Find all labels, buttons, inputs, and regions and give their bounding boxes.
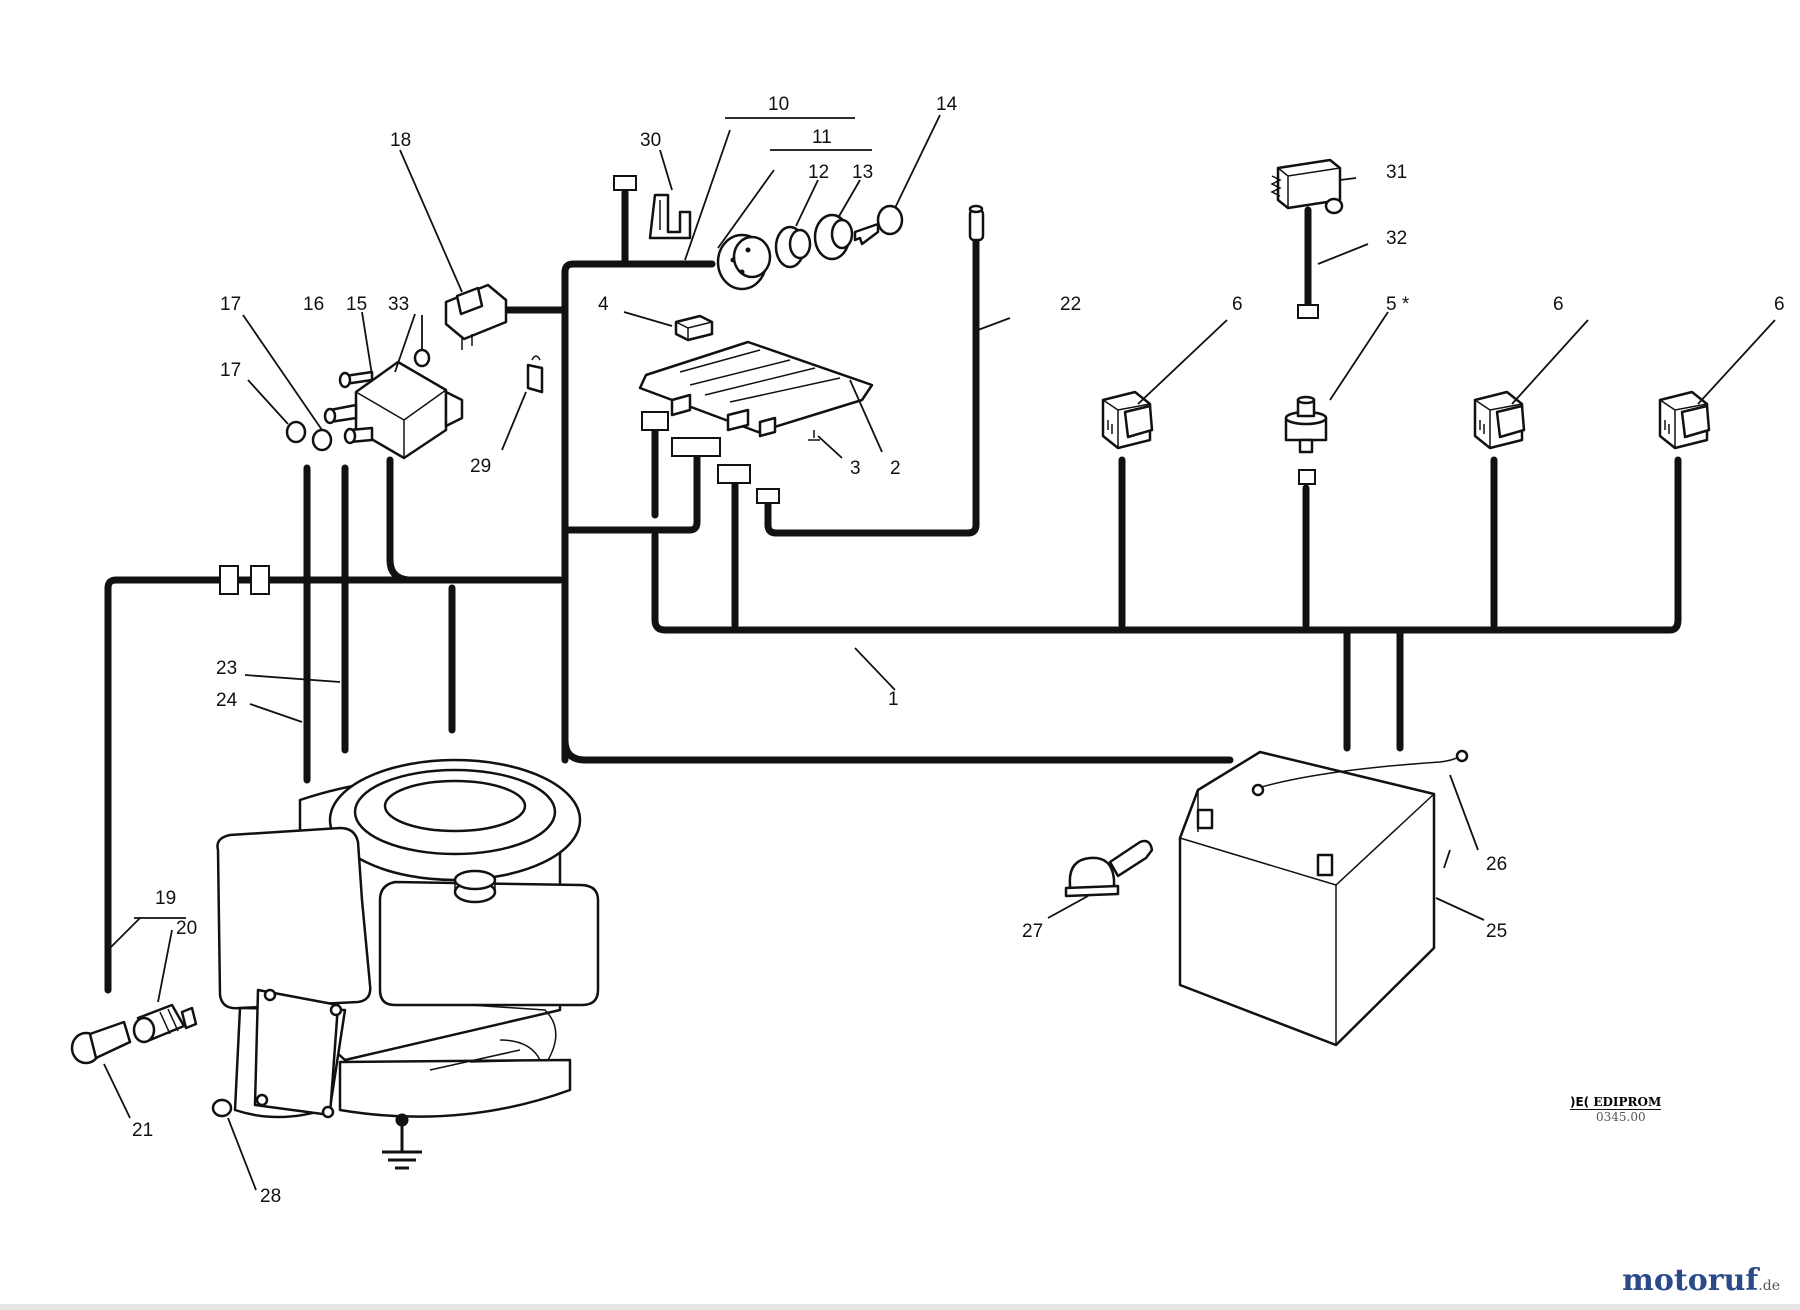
- callout-11: 11: [812, 127, 832, 148]
- plug-end-22: [756, 488, 780, 504]
- nut-icon-17a: [285, 420, 307, 444]
- battery-icon: [1178, 749, 1469, 1047]
- callout-21: 21: [132, 1120, 153, 1141]
- callout-4: 4: [598, 294, 609, 315]
- ignition-key-icon: [853, 204, 904, 246]
- fuse-icon-4: [674, 314, 714, 342]
- switch-icon-6b: [1473, 390, 1526, 450]
- inline-connector-b: [250, 565, 270, 595]
- callout-15: 15: [346, 294, 367, 315]
- relay-icon-31: [1270, 158, 1344, 215]
- callout-33: 33: [388, 294, 409, 315]
- callout-25: 25: [1486, 921, 1507, 942]
- callout-26: 26: [1486, 854, 1507, 875]
- nut-icon-17b: [311, 428, 333, 452]
- publisher-name: )E( EDIPROM: [1570, 1095, 1662, 1110]
- callout-20: 20: [176, 918, 197, 939]
- plug-end-board-b: [671, 437, 721, 457]
- site-logo-tld: .de: [1758, 1278, 1780, 1294]
- callout-1: 1: [888, 689, 899, 710]
- callout-labels: 1 2 3 4 5 * 6 6 6 10 11 12 13 14 15 16 1…: [132, 94, 1785, 1207]
- plug-end-board-c: [717, 464, 751, 484]
- callout-19: 19: [155, 888, 176, 909]
- callout-28: 28: [260, 1186, 281, 1207]
- bulb-icon-21: [70, 1020, 132, 1065]
- callout-30: 30: [640, 130, 661, 151]
- cable-clip-icon-29: [526, 355, 544, 394]
- callout-3: 3: [850, 458, 861, 479]
- bulb-socket-icon-20: [132, 1003, 198, 1044]
- ignition-switch-icon: [716, 213, 854, 291]
- plug-end-30: [613, 175, 637, 191]
- nut-icon-33: [413, 348, 431, 368]
- callout-18: 18: [390, 130, 411, 151]
- footer-divider: [0, 1304, 1800, 1310]
- plug-end-board-a: [641, 411, 669, 431]
- callout-6b: 6: [1553, 294, 1564, 315]
- site-logo-name: motoruf: [1622, 1263, 1759, 1298]
- control-board-icon: [638, 340, 874, 438]
- inline-connector-a: [219, 565, 239, 595]
- callout-23: 23: [216, 658, 237, 679]
- plug-end-32: [1297, 304, 1319, 319]
- callout-12: 12: [808, 162, 829, 183]
- engine-icon: [216, 758, 600, 1119]
- rocker-switch-icon-18: [444, 283, 508, 350]
- terminal-cover-icon-27: [1064, 839, 1154, 898]
- pressure-switch-icon-5: [1284, 395, 1328, 454]
- callout-32: 32: [1386, 228, 1407, 249]
- wiring-harness: [104, 188, 1682, 994]
- callout-5: 5 *: [1386, 294, 1410, 315]
- cap-icon-28: [211, 1098, 233, 1118]
- callout-29: 29: [470, 456, 491, 477]
- callout-6c: 6: [1774, 294, 1785, 315]
- callout-16: 16: [303, 294, 324, 315]
- switch-icon-6c: [1658, 390, 1711, 450]
- callout-24: 24: [216, 690, 238, 711]
- drawing-code: 0345.00: [1596, 1110, 1646, 1124]
- callout-2: 2: [890, 458, 901, 479]
- ground-symbol-icon: [382, 1113, 422, 1170]
- switch-icon-6a: [1101, 390, 1154, 450]
- clip-icon-30: [648, 193, 692, 240]
- leader-lines: [103, 114, 1776, 1191]
- callout-14: 14: [936, 94, 958, 115]
- callout-17a: 17: [220, 294, 241, 315]
- screw-icon-3: [808, 430, 820, 441]
- callout-22: 22: [1060, 294, 1081, 315]
- bolt-icon-16: [338, 370, 374, 389]
- starter-solenoid-icon: [323, 360, 464, 460]
- site-logo[interactable]: motoruf.de: [1622, 1263, 1780, 1298]
- callout-31: 31: [1386, 162, 1407, 183]
- callout-27: 27: [1022, 921, 1043, 942]
- callout-13: 13: [852, 162, 873, 183]
- publisher-logo: )E( EDIPROM 0345.00: [1570, 1095, 1662, 1124]
- callout-6a: 6: [1232, 294, 1243, 315]
- sensor-probe-icon: [968, 204, 985, 242]
- plug-end-5: [1298, 469, 1316, 485]
- callout-17b: 17: [220, 360, 241, 381]
- callout-10: 10: [768, 94, 789, 115]
